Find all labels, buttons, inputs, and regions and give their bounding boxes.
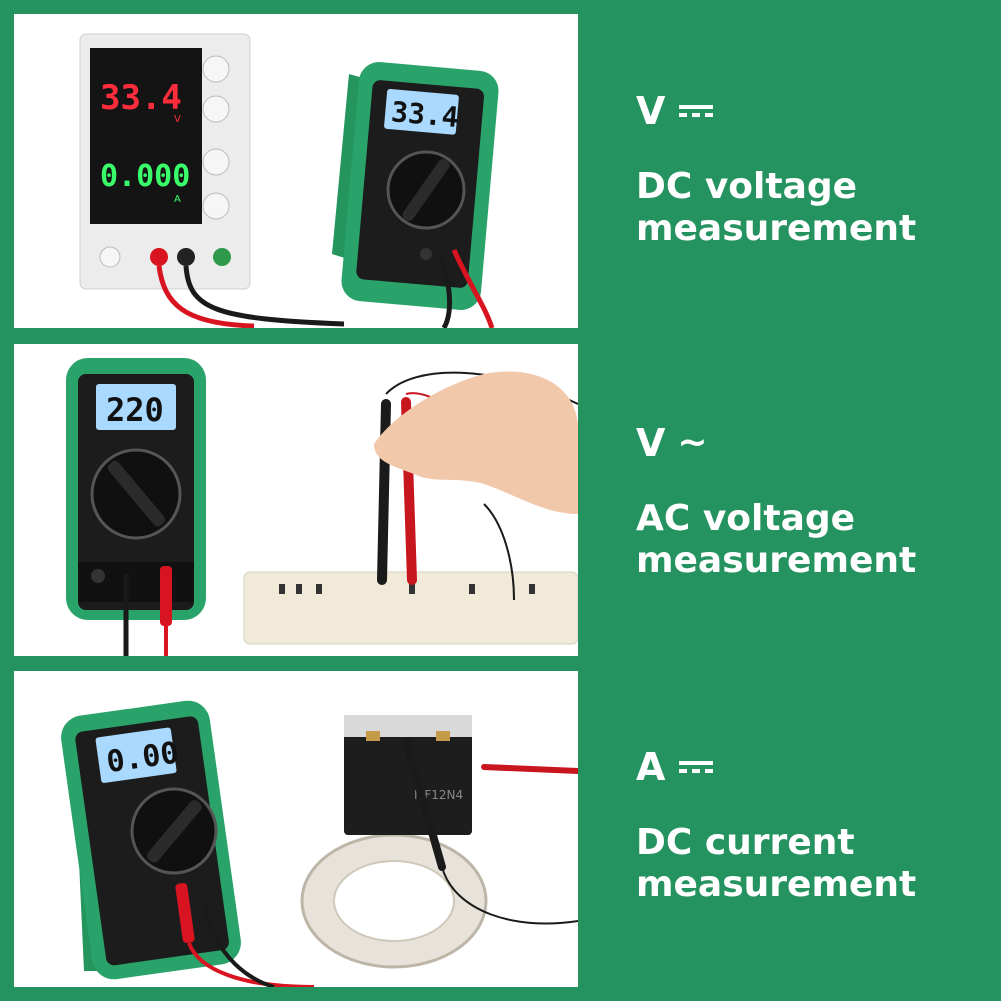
battery-label-strip [344, 715, 472, 737]
meter-black-lead [437, 253, 453, 328]
positive-terminal [150, 248, 168, 266]
ac-icon: ~ [677, 422, 708, 463]
meter-lcd [95, 727, 177, 783]
red-probe [481, 764, 578, 774]
dial-pointer [107, 460, 166, 527]
meter-reading: 220 [106, 391, 164, 429]
dc-current-symbol: A [636, 748, 936, 786]
symbol-letter: V [636, 421, 666, 465]
psu-voltage-readout: 33.4 [100, 78, 182, 118]
com-jack [91, 569, 105, 583]
ac-voltage-description: AC voltage measurement [636, 498, 917, 581]
dc-current-photo: 0.00 MF12N4 [14, 671, 578, 987]
symbol-letter: A [636, 745, 666, 789]
dc-icon [679, 759, 714, 775]
meter-lcd [96, 384, 176, 430]
meter-jack [420, 248, 432, 260]
power-button [99, 246, 121, 268]
red-plug [160, 566, 172, 626]
psu-volt-unit: V [174, 114, 181, 125]
black-lead-wire [441, 866, 578, 925]
symbol-letter: V [636, 89, 666, 133]
psu-amp-unit: A [174, 194, 181, 205]
black-lead [183, 265, 345, 327]
dc-current-illustration: 0.00 MF12N4 [61, 700, 578, 987]
battery [344, 715, 472, 835]
meter-red-lead [451, 248, 495, 328]
ground-terminal [213, 248, 231, 266]
socket-slot [279, 584, 285, 594]
socket-slot [469, 584, 475, 594]
ac-voltage-label: V ~ AC voltage measurement [636, 424, 936, 582]
meter-reading: 33.4 [390, 95, 460, 134]
fine-current-knob [202, 192, 230, 220]
ac-voltage-symbol: V ~ [636, 424, 936, 462]
red-lead [156, 265, 255, 328]
dial-pointer [402, 159, 450, 221]
dc-voltage-description: DC voltage measurement [636, 166, 917, 249]
socket-slot [409, 584, 415, 594]
black-probe [402, 737, 446, 871]
hand [374, 371, 578, 514]
meter-red-lead [187, 942, 315, 987]
reel-hub [333, 860, 455, 942]
coarse-current-knob [202, 148, 230, 176]
dc-voltage-illustration: 33.4 V 0.000 A 33.4 [79, 33, 499, 328]
battery-terminal [366, 731, 380, 741]
dc-current-description: DC current measurement [636, 822, 917, 905]
dc-current-label: A DC current measurement [636, 748, 936, 906]
red-plug [175, 882, 195, 944]
black-lead-wire [483, 503, 515, 601]
meter-lcd [384, 89, 459, 135]
ac-voltage-photo: 220 [14, 344, 578, 656]
dc-voltage-symbol: V [636, 92, 936, 130]
socket-slot [529, 584, 535, 594]
dc-icon [679, 103, 714, 119]
socket-slot [296, 584, 302, 594]
dial-pointer [147, 800, 202, 863]
psu-current-readout: 0.000 [100, 159, 190, 194]
coarse-voltage-knob [202, 55, 230, 83]
meter-black-lead [202, 900, 275, 987]
ac-voltage-illustration: 220 [66, 358, 578, 656]
fine-voltage-knob [202, 95, 230, 123]
socket-slot [316, 584, 322, 594]
dc-voltage-photo: 33.4 V 0.000 A 33.4 [14, 14, 578, 328]
psu-display [90, 48, 202, 224]
dc-voltage-label: V DC voltage measurement [636, 92, 936, 250]
negative-terminal [177, 248, 195, 266]
battery-terminal [436, 731, 450, 741]
